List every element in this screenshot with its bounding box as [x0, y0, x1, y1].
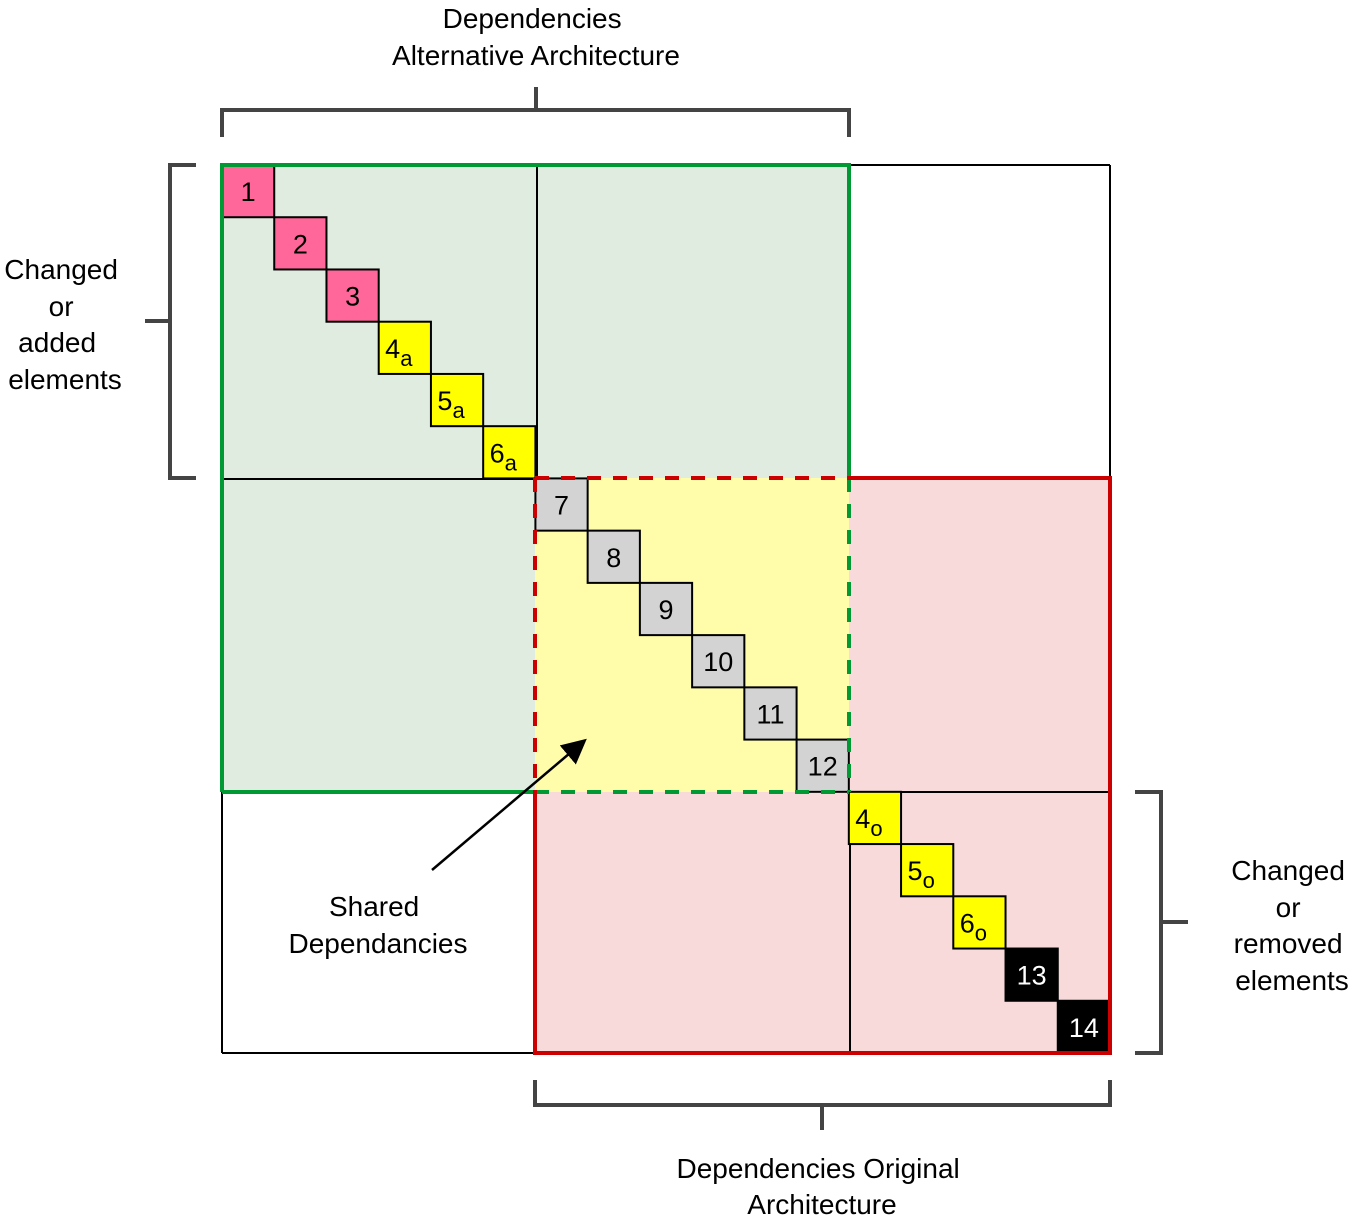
dsm-cell: 4a	[377, 320, 432, 375]
top-bracket	[220, 87, 851, 137]
original-architecture-border	[533, 476, 1112, 1055]
shared-arrow-icon	[431, 738, 587, 871]
dsm-cell-box	[638, 581, 694, 637]
dsm-cell-label: 4o	[855, 804, 882, 841]
shared-dependencies-label: Shared Dependancies	[288, 891, 467, 959]
dsm-cell-label: 1	[241, 177, 256, 207]
dsm-cell: 14	[1056, 999, 1111, 1055]
dsm-cell-label: 10	[703, 647, 733, 677]
right-bracket	[1135, 790, 1188, 1055]
dsm-cell: 1	[221, 164, 276, 219]
dsm-cell-box	[429, 372, 485, 428]
dsm-cell-box	[325, 268, 380, 323]
dsm-cell-label: 6a	[490, 438, 518, 475]
dsm-cell-label: 7	[554, 491, 569, 521]
dsm-cell-label: 11	[756, 699, 784, 729]
dsm-cell-box	[691, 634, 746, 689]
top-label: Dependencies Alternative Architecture	[392, 3, 680, 71]
dsm-cell-label: 6o	[960, 908, 987, 945]
dsm-cell-label: 14	[1069, 1013, 1099, 1043]
dsm-cell: 7	[534, 477, 589, 532]
dsm-cell-label: 8	[606, 543, 621, 573]
dsm-cell: 6a	[482, 425, 537, 480]
dsm-cell: 8	[586, 529, 641, 584]
dsm-cell: 11	[743, 686, 798, 741]
alternative-architecture-border	[220, 163, 851, 794]
dsm-cell: 3	[325, 268, 380, 323]
bottom-bracket	[533, 1080, 1112, 1130]
left-bracket	[145, 163, 196, 480]
grid-lines	[221, 164, 1111, 1054]
dsm-cell: 9	[638, 581, 694, 637]
right-label: Changed or removed elements	[1231, 855, 1352, 996]
dsm-cell-box	[482, 425, 537, 480]
dsm-cell-label: 5o	[908, 856, 935, 893]
dsm-cell-box	[952, 895, 1007, 950]
dsm-cell-box	[847, 790, 903, 846]
dsm-cell-label: 9	[658, 595, 673, 625]
dsm-cell: 6o	[952, 895, 1007, 950]
dsm-cell: 13	[1004, 947, 1059, 1002]
dsm-cell-box	[743, 686, 798, 741]
dsm-cell: 2	[273, 216, 328, 271]
dsm-cell-box	[377, 320, 432, 375]
dsm-cell-box	[900, 843, 955, 898]
dsm-cell-label: 5a	[437, 386, 465, 423]
dsm-cell-box	[273, 216, 328, 271]
dsm-cell-box	[1004, 947, 1059, 1002]
dsm-cell: 12	[795, 738, 850, 793]
dsm-cell: 4o	[847, 790, 903, 846]
dsm-cell-label: 13	[1017, 961, 1047, 991]
dsm-cell: 10	[691, 634, 746, 689]
dsm-cell: 5o	[900, 843, 955, 898]
dsm-cell-label: 2	[293, 229, 308, 259]
dsm-cell-label: 3	[345, 282, 360, 312]
dsm-cell-box	[586, 529, 641, 584]
left-label: Changed or added elements	[4, 254, 125, 395]
dsm-cell-label: 4a	[385, 334, 413, 371]
dsm-cell: 5a	[429, 372, 485, 428]
dsm-cell-label: 12	[808, 752, 838, 782]
bottom-label: Dependencies Original Architecture	[676, 1153, 967, 1220]
